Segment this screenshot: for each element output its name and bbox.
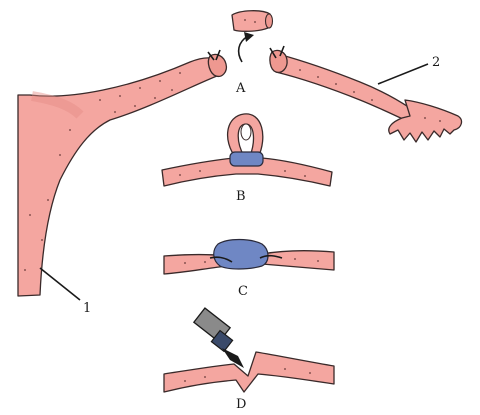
callout-1-leader: [39, 267, 81, 301]
left-organ-dots: [24, 72, 181, 271]
callout-1-label: 1: [83, 301, 91, 316]
panel-b-tube: [161, 113, 333, 187]
right-tube: [269, 45, 463, 143]
callout-2-label: 2: [432, 55, 440, 70]
callout-2-leader: [377, 63, 429, 85]
panel-d-label: D: [236, 397, 246, 412]
clip: [213, 238, 269, 270]
cautery-instrument-icon: [192, 307, 244, 368]
panel-d-tube: [163, 351, 335, 393]
excised-segment: [231, 10, 274, 32]
panel-b-label: B: [236, 189, 246, 204]
right-tube-dots: [299, 69, 441, 122]
removal-arrow-icon: [237, 32, 254, 63]
left-organ-body: [17, 49, 228, 297]
ligation-band: [229, 151, 264, 167]
panel-c-label: C: [238, 284, 248, 299]
panel-c-tube: [163, 238, 335, 275]
panel-a-label: A: [235, 81, 246, 96]
